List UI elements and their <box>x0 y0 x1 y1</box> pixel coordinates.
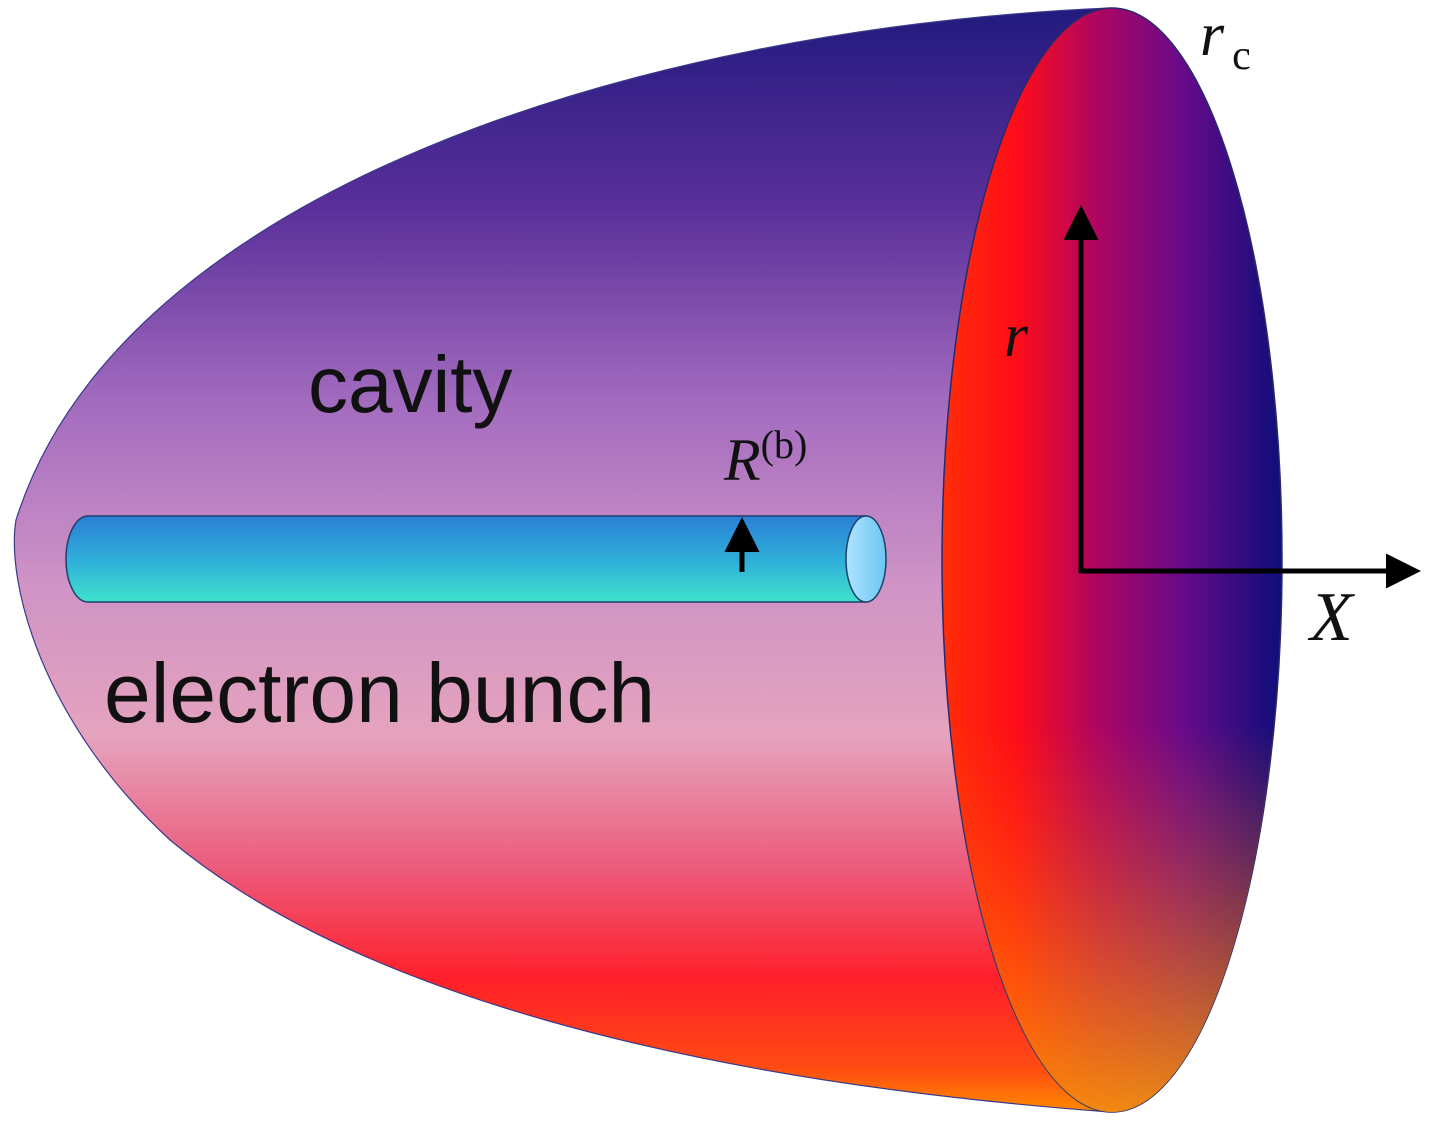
cavity-radius-subscript: c <box>1232 33 1251 79</box>
bunch-end-cap <box>845 515 887 603</box>
bunch-radius-symbol: R <box>723 427 761 493</box>
electron-bunch-label: electron bunch <box>104 646 655 740</box>
radial-axis-label: r <box>1004 302 1029 370</box>
longitudinal-axis-label: X <box>1307 579 1356 656</box>
bunch-radius-superscript: (b) <box>761 422 808 467</box>
cavity-radius-symbol: r <box>1200 1 1225 69</box>
coordinate-axes <box>1063 205 1421 589</box>
bunch-radius-label: R(b) <box>723 422 807 493</box>
electron-bunch-cylinder <box>65 515 887 603</box>
cavity-label: cavity <box>308 340 513 429</box>
cavity-end-face <box>941 7 1283 1113</box>
